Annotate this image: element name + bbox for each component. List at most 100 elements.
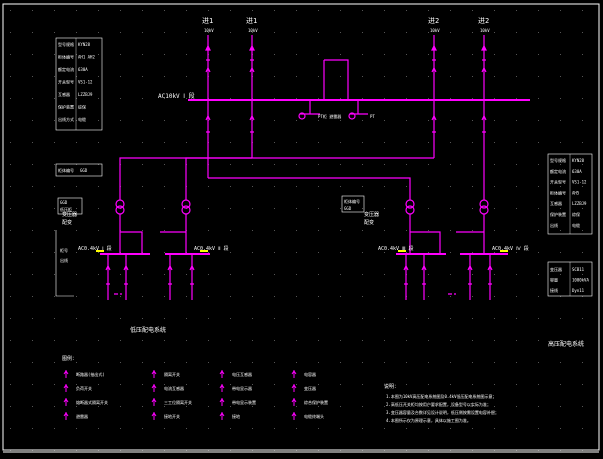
legend-symbol-icon	[219, 370, 225, 378]
feeder-labels: 进1 进1 进2 进2 10kV 10kV 10kV 10kV	[202, 17, 490, 33]
legend-item: 综合保护装置	[291, 398, 328, 406]
feeder-label-3: 进2	[428, 17, 439, 25]
legend-item: 断路器(抽出式)	[63, 370, 105, 378]
notes-title: 说明：	[384, 383, 399, 390]
right-table-key: 开关型号	[550, 179, 566, 185]
left-table-key: 额定电流	[58, 66, 74, 72]
transformer-label-right-2: 配变	[364, 219, 374, 226]
caption-low-voltage: 低压配电系统	[130, 326, 166, 334]
legend-symbol-icon	[63, 384, 69, 392]
right-table-key: 柜体编号	[550, 189, 566, 195]
right-table-value: 电缆	[572, 222, 580, 228]
legend-item-label: 接地开关	[164, 413, 180, 419]
legend-symbol-icon	[151, 412, 157, 420]
legend-item: 电缆终端头	[291, 412, 324, 420]
legend-symbol-icon	[291, 384, 297, 392]
left-small-table	[57, 197, 83, 215]
legend-symbol-icon	[219, 384, 225, 392]
legend-item-label: 三工位隔离开关	[164, 399, 192, 405]
notes: 1.本图为10kV高压配电系统图及0.4kV低压配电系统图示意； 2.高低压开关柜…	[386, 393, 499, 423]
drawing-frame	[2, 3, 600, 451]
legend-item-label: 带电显示装置	[232, 399, 256, 405]
lv-bus-label-1: AC0.4kV Ⅰ 段	[78, 245, 112, 252]
left-small-2: 低压柜	[60, 206, 72, 212]
right-table-key: 出线	[550, 222, 558, 228]
legend-item: 接地开关	[151, 412, 180, 420]
right-mid-table	[341, 195, 365, 213]
left-table-value: AH1 AH2	[78, 55, 95, 60]
note-line: 1.本图为10kV高压配电系统图及0.4kV低压配电系统图示意；	[386, 393, 497, 399]
pt-tag-left: PT柜 避雷器	[318, 113, 341, 119]
legend-item: 熔断器式隔离开关	[63, 398, 108, 406]
legend-symbol-icon	[151, 384, 157, 392]
right-table-key: 额定电流	[550, 168, 566, 174]
legend-item-label: 变压器	[304, 385, 316, 391]
legend-item: 带电显示装置	[219, 398, 256, 406]
legend-symbol-icon	[151, 370, 157, 378]
transformer-labels: 变压器 配变 变压器 配变	[62, 211, 379, 226]
left-table-key: 保护装置	[58, 104, 74, 110]
legend-item-label: 接地	[232, 413, 240, 419]
hv-bus-label: AC10kV Ⅰ 段	[158, 92, 195, 100]
legend-symbol-icon	[291, 370, 297, 378]
left-table-value: 电缆	[78, 116, 86, 122]
right-table-value: KYN28	[572, 158, 585, 163]
right-table-key: 保护装置	[550, 211, 566, 217]
lv-bus-label-3: AC0.4kV Ⅲ 段	[378, 245, 414, 252]
feeder-sub-2: 10kV	[248, 28, 258, 33]
note-line: 2.高低压开关柜均按用户要求配置，设备型号以实际为准；	[386, 401, 491, 407]
left-table-key: 互感器	[58, 91, 70, 97]
legend-item-label: 避雷器	[76, 413, 88, 419]
legend-item-label: 电流互感器	[164, 385, 184, 391]
feeder-sub-3: 10kV	[430, 28, 440, 33]
left-table-key: 开关型号	[58, 79, 74, 85]
left-low-1: 柜号	[60, 247, 68, 253]
right-bottom-key: 容量	[550, 277, 558, 283]
hv-outgoing	[119, 100, 487, 200]
note-line: 3.变压器容量及台数详见设计说明，低压侧按需设置电容补偿；	[386, 409, 499, 415]
legend-item-label: 熔断器式隔离开关	[76, 399, 108, 405]
right-bottom-value: SCB11	[572, 267, 585, 272]
left-table-key: 出线方式	[58, 116, 74, 122]
legend-item-label: 电容器	[304, 371, 316, 377]
right-table-value: 630A	[572, 169, 582, 174]
left-low-block	[55, 230, 74, 297]
legend-symbol-icon	[291, 398, 297, 406]
transformer-label-left: 变压器	[62, 211, 77, 218]
lv-bus-label-2: AC0.4kV Ⅱ 段	[194, 245, 229, 252]
legend-item: 隔离开关	[151, 370, 180, 378]
lv-bus-markers	[96, 250, 508, 252]
feeder-label-2: 进1	[246, 17, 257, 25]
left-table-key: 柜体编号	[58, 54, 74, 60]
right-bottom-table	[547, 261, 593, 297]
left-mid-table	[55, 163, 103, 177]
legend-symbol-icon	[219, 412, 225, 420]
legend-item-label: 带电显示器	[232, 385, 252, 391]
legend-symbol-icon	[63, 412, 69, 420]
legend-symbol-icon	[63, 370, 69, 378]
legend-item-label: 电缆终端头	[304, 413, 324, 419]
legend-item: 接地	[219, 412, 240, 420]
legend-item: 电流互感器	[151, 384, 184, 392]
lv-feeders	[105, 254, 493, 300]
feeder-label-4: 进2	[478, 17, 489, 25]
legend-item-label: 综合保护装置	[304, 399, 328, 405]
legend-item: 变压器	[291, 384, 316, 392]
right-table-key: 互感器	[550, 200, 562, 206]
legend-title: 图例：	[62, 355, 77, 362]
pt-tag-right: PT	[370, 114, 375, 119]
note-line: 4.本图所示仅为原理示意，具体以施工图为准。	[386, 417, 471, 423]
left-low-2: 出线	[60, 257, 68, 263]
legend-symbol-icon	[151, 398, 157, 406]
bus-ties	[120, 231, 484, 254]
right-bottom-key: 变压器	[550, 266, 562, 272]
right-top-table	[547, 153, 593, 235]
caption-high-voltage: 高压配电系统	[548, 340, 584, 348]
feeder-label-1: 进1	[202, 17, 213, 25]
right-table-key: 型号规格	[550, 157, 566, 163]
left-mid-val: GGD	[80, 168, 88, 173]
